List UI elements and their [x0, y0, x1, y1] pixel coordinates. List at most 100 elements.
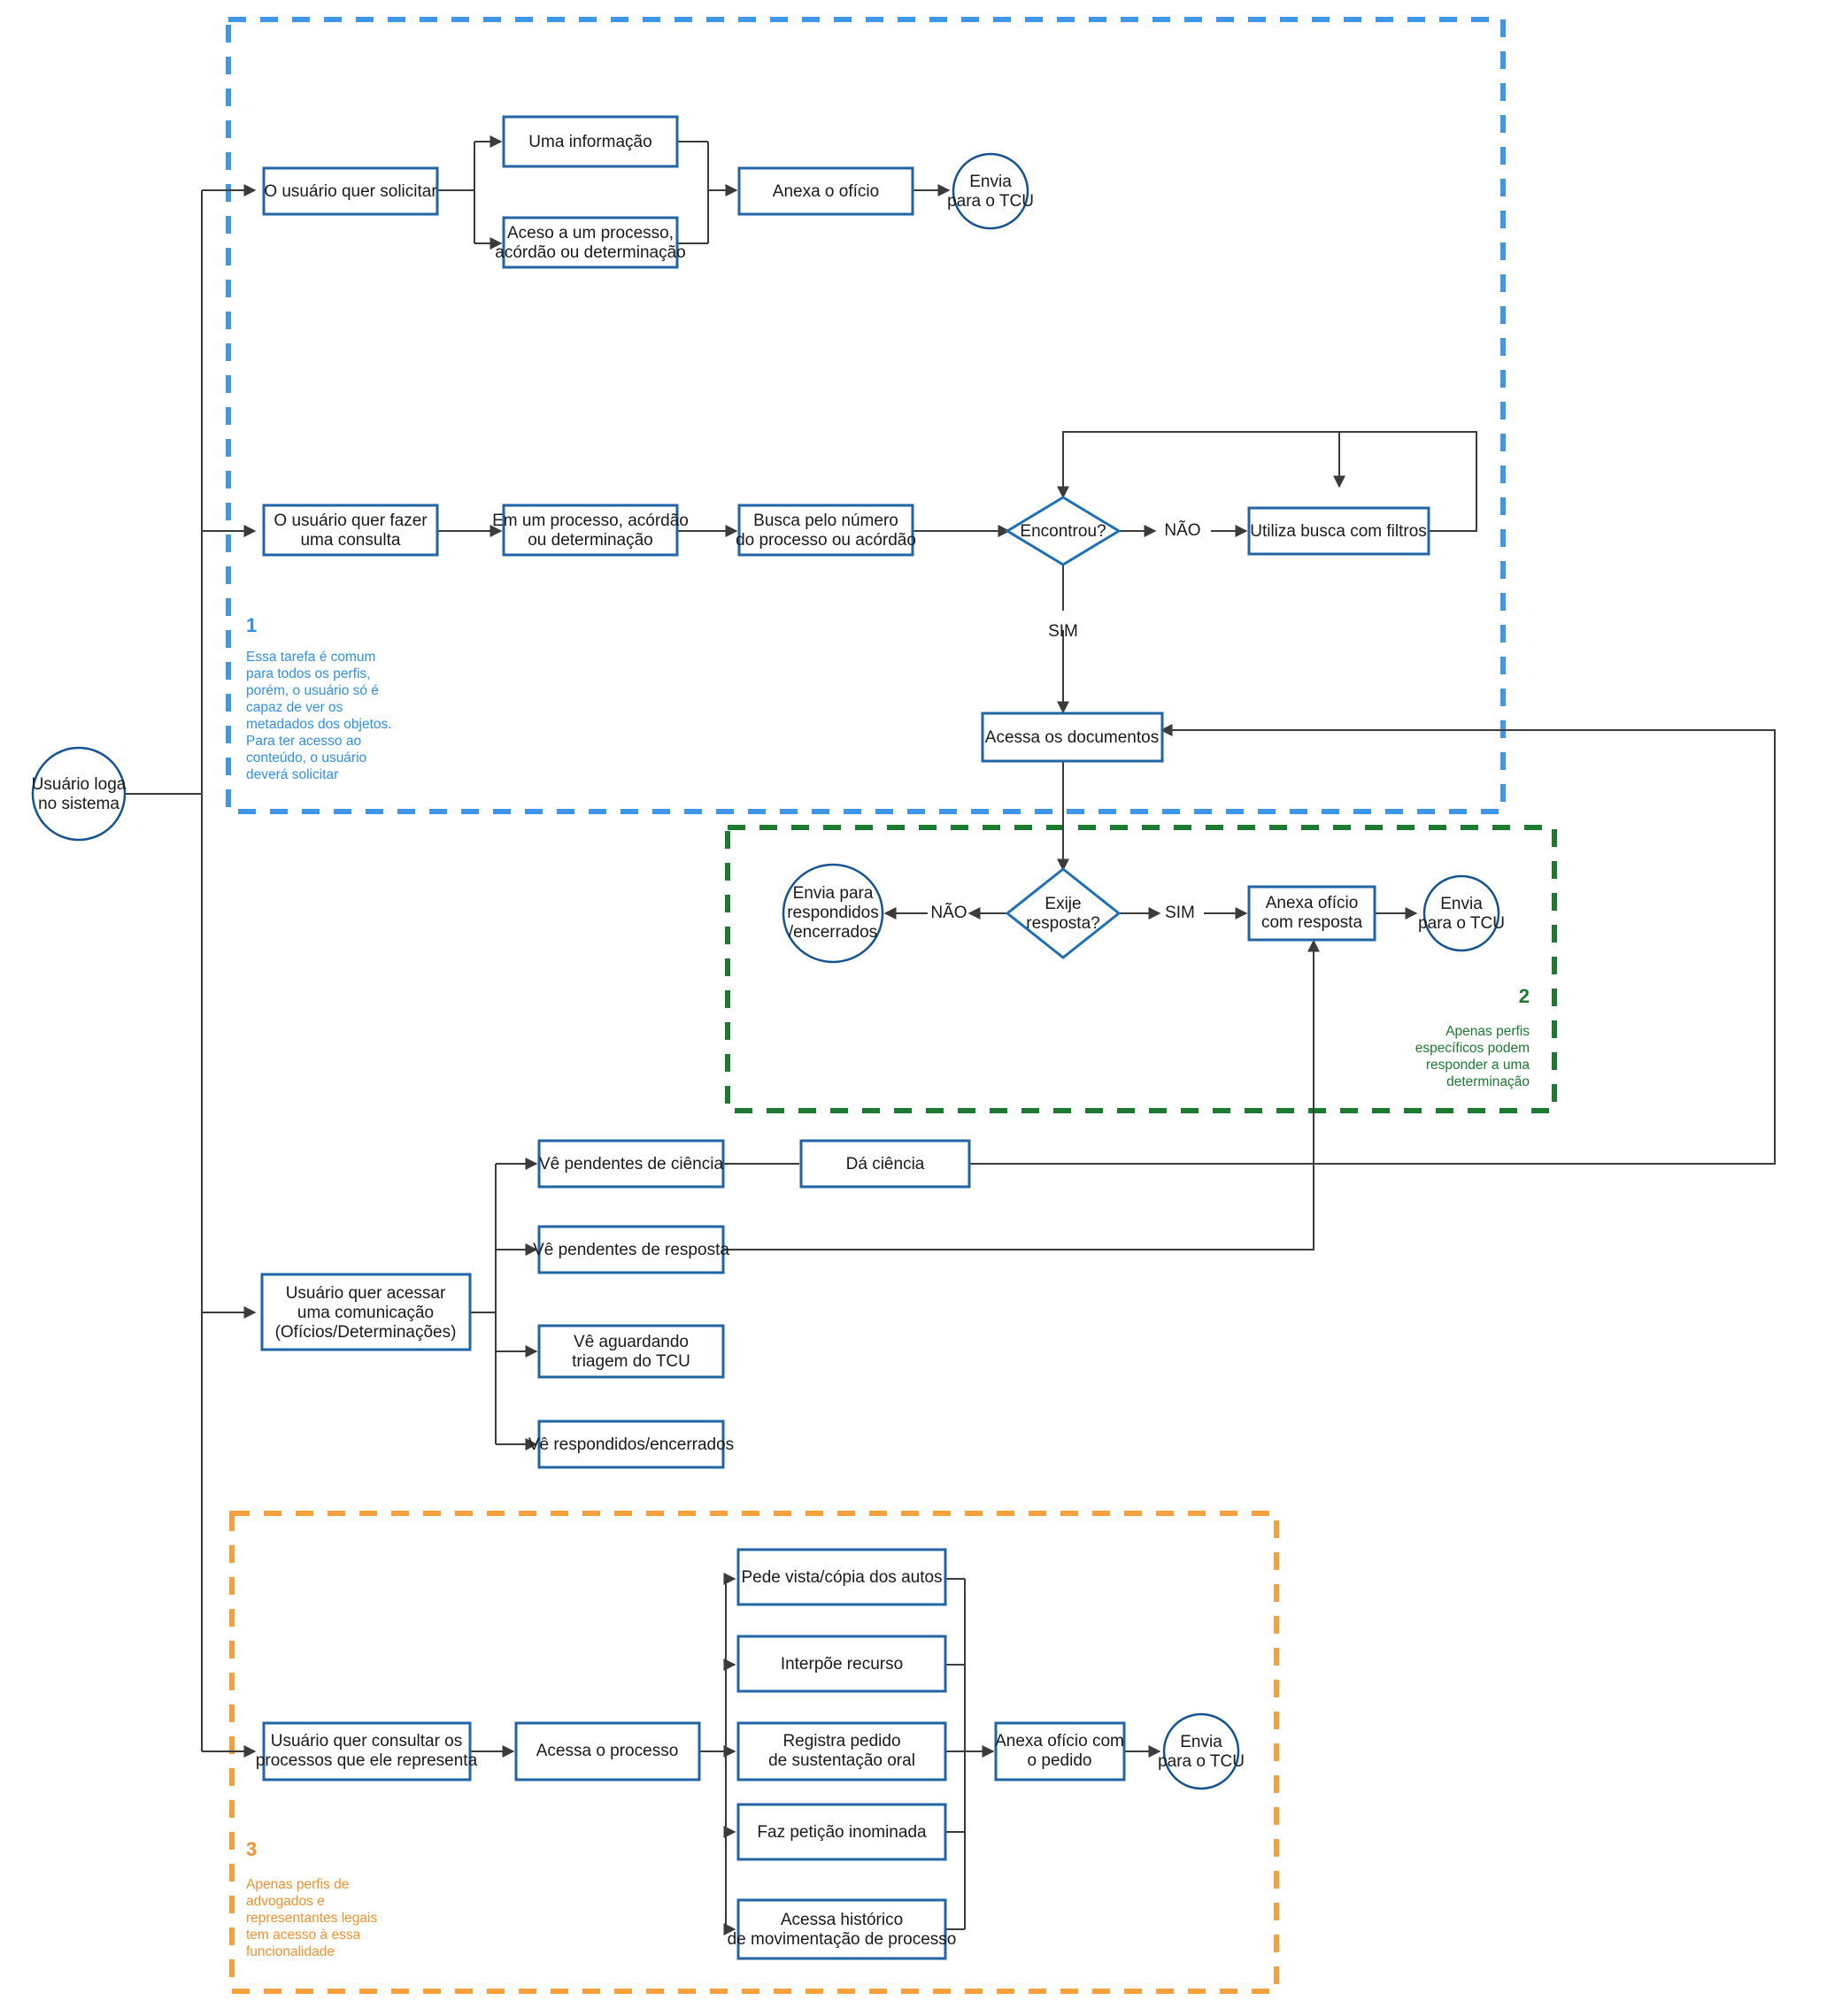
node-usuario-loga-no-sistema[interactable]: Usuário loga no sistema	[32, 746, 127, 842]
note-3-line: representantes legais	[246, 1911, 377, 1926]
node-label: Anexa ofício com	[995, 1732, 1124, 1751]
connector-group	[124, 135, 1776, 1935]
node-ve-aguardando-triagem[interactable]: Vê aguardando triagem do TCU	[537, 1324, 725, 1379]
node-label: Registra pedido	[782, 1732, 900, 1751]
node-label: O usuário quer fazer	[274, 512, 428, 530]
note-2-line: específicos podem	[1415, 1041, 1530, 1056]
node-label: Vê pendentes de ciência	[539, 1155, 724, 1173]
node-anexa-o-oficio[interactable]: Anexa o ofício	[737, 166, 914, 216]
note-1-line: porém, o usuário só é	[246, 683, 379, 698]
node-anexa-oficio-com-resposta[interactable]: Anexa ofício com resposta	[1247, 885, 1376, 942]
note-1-line: metadados dos objetos.	[246, 717, 392, 732]
note-2-line: determinação	[1446, 1074, 1530, 1089]
note-3-line: advogados e	[246, 1894, 325, 1909]
node-busca-pelo-numero[interactable]: Busca pelo número do processo ou acórdão	[736, 504, 916, 557]
node-label: respondidos	[787, 904, 879, 922]
node-label: (Ofícios/Determinações)	[275, 1323, 457, 1342]
node-label: Interpõe recurso	[781, 1655, 903, 1674]
node-label: do processo ou acórdão	[736, 531, 916, 550]
node-label: Usuário loga	[32, 775, 127, 794]
node-envia-para-o-tcu-1[interactable]: Envia para o TCU	[947, 152, 1034, 230]
node-acessa-o-processo[interactable]: Acessa o processo	[514, 1721, 701, 1781]
node-interpoe-recurso[interactable]: Interpõe recurso	[736, 1635, 947, 1693]
node-label: Busca pelo número	[753, 512, 898, 530]
node-label: Vê aguardando	[574, 1333, 689, 1351]
note-1: 1 Essa tarefa é comum para todos os perf…	[246, 614, 392, 782]
node-o-usuario-quer-solicitar[interactable]: O usuário quer solicitar	[262, 166, 439, 216]
node-label: Encontrou?	[1020, 522, 1106, 541]
edge-label-nao-2: NÃO	[930, 903, 967, 922]
node-label: /encerrados	[789, 923, 877, 942]
node-o-usuario-quer-fazer-uma-consulta[interactable]: O usuário quer fazer uma consulta	[262, 504, 439, 557]
node-em-um-processo-acordao[interactable]: Em um processo, acórdão ou determinação	[492, 504, 689, 557]
node-label: Vê pendentes de resposta	[533, 1241, 729, 1259]
node-label: Envia para	[793, 884, 874, 903]
node-label: para o TCU	[1418, 914, 1505, 933]
note-1-line: capaz de ver os	[246, 700, 343, 715]
edge-label-nao-1: NÃO	[1164, 520, 1200, 540]
node-acessa-os-documentos[interactable]: Acessa os documentos	[981, 712, 1164, 763]
node-label: processos que ele representa	[256, 1751, 478, 1770]
node-label: Pede vista/cópia dos autos	[741, 1568, 942, 1587]
node-label: Usuário quer consultar os	[271, 1732, 463, 1751]
node-envia-para-o-tcu-2[interactable]: Envia para o TCU	[1418, 874, 1505, 952]
note-3-number: 3	[246, 1838, 257, 1860]
node-label: Envia	[1180, 1733, 1222, 1751]
node-label: Dá ciência	[846, 1155, 925, 1173]
note-3-line: Apenas perfis de	[246, 1877, 349, 1892]
node-da-ciencia[interactable]: Dá ciência	[799, 1139, 971, 1189]
note-1-line: Essa tarefa é comum	[246, 650, 375, 665]
node-label: Faz petição inominada	[757, 1823, 927, 1842]
node-label: Envia	[969, 173, 1012, 191]
node-ve-respondidos-encerrados[interactable]: Vê respondidos/encerrados	[528, 1420, 734, 1469]
node-usuario-quer-acessar-comunicacao[interactable]: Usuário quer acessar uma comunicação (Of…	[260, 1273, 472, 1351]
node-ve-pendentes-de-ciencia[interactable]: Vê pendentes de ciência	[537, 1139, 725, 1189]
node-envia-para-o-tcu-3[interactable]: Envia para o TCU	[1158, 1712, 1245, 1790]
node-label: Aceso a um processo,	[507, 224, 674, 242]
note-2: 2 Apenas perfis específicos podem respon…	[1415, 985, 1530, 1089]
node-encontrou-decision[interactable]: Encontrou?	[1005, 496, 1122, 566]
note-1-line: deverá solicitar	[246, 767, 338, 782]
edge-label-sim-2: SIM	[1165, 904, 1195, 922]
note-2-line: Apenas perfis	[1445, 1024, 1530, 1039]
node-envia-para-respondidos-encerrados[interactable]: Envia para respondidos /encerrados	[782, 863, 884, 964]
node-label: para o TCU	[947, 192, 1034, 211]
zone-2-boundary	[725, 825, 1557, 1113]
node-label: Usuário quer acessar	[286, 1284, 446, 1303]
node-label: no sistema	[38, 795, 119, 813]
node-label: Acessa o processo	[536, 1742, 679, 1760]
edge-label-sim-1: SIM	[1048, 622, 1078, 641]
node-label: de movimentação de processo	[728, 1930, 957, 1949]
note-3-line: funcionalidade	[246, 1944, 335, 1959]
node-label: Envia	[1440, 895, 1483, 913]
node-anexa-oficio-com-o-pedido[interactable]: Anexa ofício com o pedido	[994, 1721, 1126, 1781]
node-utiliza-busca-com-filtros[interactable]: Utiliza busca com filtros	[1247, 506, 1430, 556]
note-1-line: para todos os perfis,	[246, 666, 370, 681]
node-faz-peticao-inominada[interactable]: Faz petição inominada	[736, 1803, 947, 1861]
node-label: uma comunicação	[297, 1304, 434, 1322]
node-label: triagem do TCU	[572, 1352, 690, 1371]
note-3-line: tem acesso à essa	[246, 1928, 361, 1943]
node-label: Anexa o ofício	[773, 182, 879, 201]
note-1-line: Para ter acesso ao	[246, 734, 361, 749]
node-label: com resposta	[1261, 913, 1362, 932]
node-registra-pedido-sustentacao-oral[interactable]: Registra pedido de sustentação oral	[736, 1721, 947, 1781]
zone-1-boundary	[226, 17, 1506, 814]
node-exije-resposta-decision[interactable]: Exije resposta?	[1005, 867, 1122, 959]
node-acessa-historico-movimentacao[interactable]: Acessa histórico de movimentação de proc…	[728, 1898, 957, 1960]
note-1-number: 1	[246, 614, 257, 636]
node-pede-vista-copia-dos-autos[interactable]: Pede vista/cópia dos autos	[736, 1548, 947, 1606]
node-ve-pendentes-de-resposta[interactable]: Vê pendentes de resposta	[533, 1225, 729, 1274]
node-aceso-a-um-processo[interactable]: Aceso a um processo, acórdão ou determin…	[495, 216, 686, 269]
note-2-line: responder a uma	[1426, 1058, 1530, 1073]
node-usuario-quer-consultar-processos[interactable]: Usuário quer consultar os processos que …	[256, 1721, 478, 1781]
node-label: o pedido	[1028, 1751, 1092, 1770]
node-label: para o TCU	[1158, 1752, 1245, 1771]
node-uma-informacao[interactable]: Uma informação	[502, 115, 679, 168]
node-label: Em um processo, acórdão	[492, 512, 689, 530]
node-label: Uma informação	[528, 133, 651, 151]
note-3: 3 Apenas perfis de advogados e represent…	[246, 1838, 377, 1959]
node-label: Acessa os documentos	[985, 728, 1159, 747]
node-label: O usuário quer solicitar	[264, 182, 437, 201]
